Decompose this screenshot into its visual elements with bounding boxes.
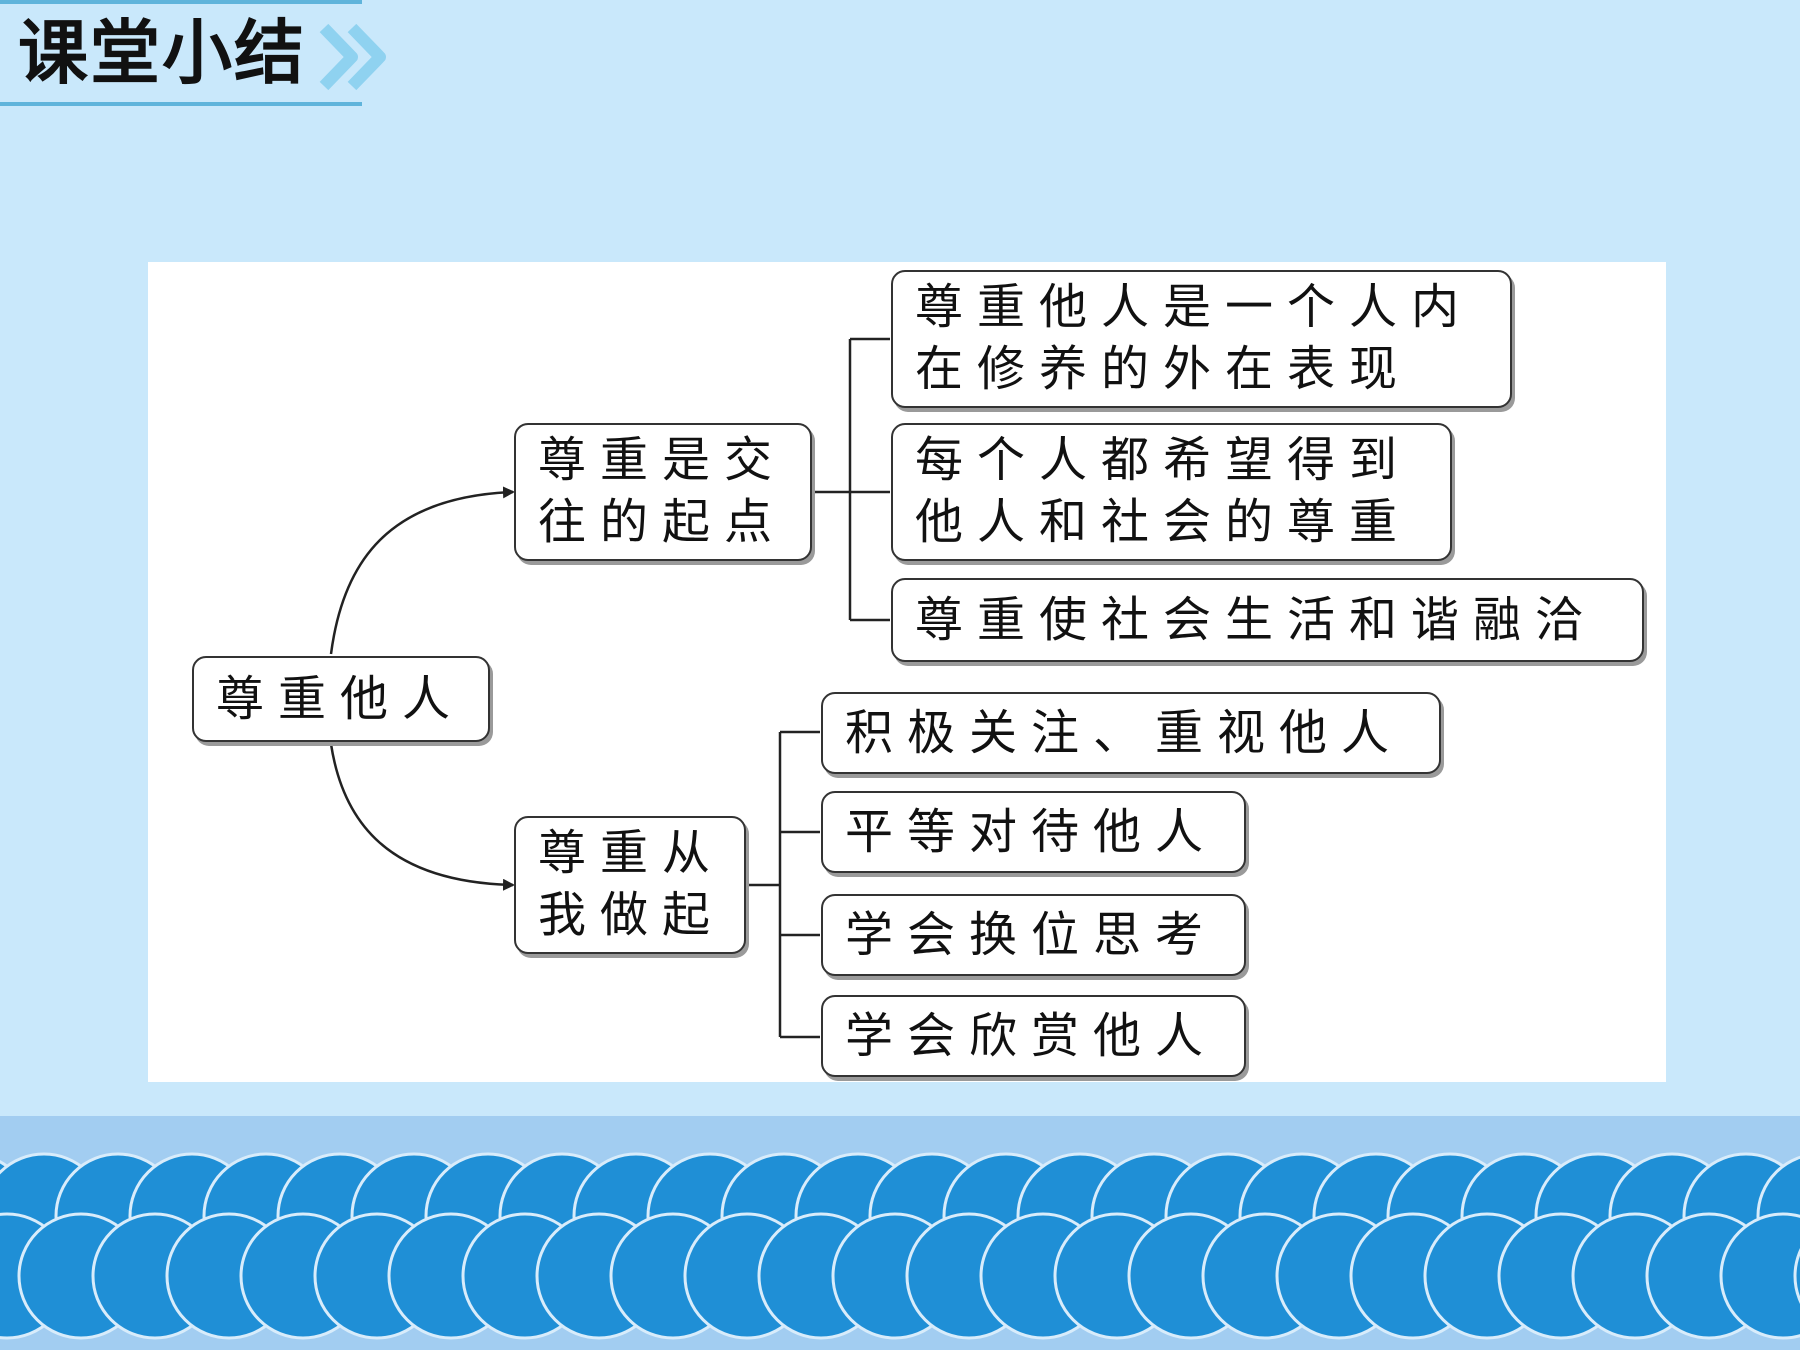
header-top-rule — [0, 0, 362, 4]
node-leaf-2-3: 学会换位思考 — [821, 894, 1246, 976]
node-branch-2: 尊重从 我做起 — [514, 816, 746, 954]
node-text-line: 尊重是交 — [538, 432, 787, 488]
concept-map-panel: 尊重他人 尊重是交 往的起点 尊重从 我做起 尊重他人是一个人内 在修养的外在表… — [148, 262, 1666, 1082]
node-text-line: 尊重从 — [538, 825, 725, 881]
double-chevron-right-icon — [319, 23, 386, 91]
node-text-line: 在修养的外在表现 — [915, 341, 1412, 397]
node-leaf-2-2: 平等对待他人 — [821, 791, 1246, 873]
node-text-line: 往的起点 — [538, 494, 787, 550]
node-text-line: 尊重使社会生活和谐融洽 — [915, 592, 1598, 648]
node-text-line: 学会换位思考 — [845, 907, 1218, 963]
node-leaf-2-1: 积极关注、重视他人 — [821, 692, 1441, 774]
node-text-line: 积极关注、重视他人 — [845, 705, 1404, 761]
scallop-wave-decoration — [0, 1152, 1800, 1340]
arrow-root-to-branch-2 — [329, 743, 515, 891]
page-title: 课堂小结 — [18, 12, 306, 94]
node-text-line: 平等对待他人 — [845, 804, 1218, 860]
node-root-label: 尊重他人 — [216, 671, 465, 727]
header-bottom-rule — [0, 102, 362, 106]
node-leaf-1-3: 尊重使社会生活和谐融洽 — [891, 578, 1644, 662]
node-text-line: 他人和社会的尊重 — [915, 494, 1412, 550]
node-leaf-1-1: 尊重他人是一个人内 在修养的外在表现 — [891, 270, 1512, 408]
bracket-branch-1 — [813, 337, 890, 622]
bracket-branch-2 — [746, 730, 820, 1039]
node-text-line: 学会欣赏他人 — [845, 1008, 1218, 1064]
node-leaf-2-4: 学会欣赏他人 — [821, 995, 1246, 1077]
scallop-circle — [1719, 1212, 1800, 1340]
concept-map-connectors — [329, 337, 890, 1039]
node-text-line: 每个人都希望得到 — [915, 432, 1412, 488]
arrow-root-to-branch-1 — [329, 486, 515, 655]
node-leaf-1-2: 每个人都希望得到 他人和社会的尊重 — [891, 423, 1452, 561]
node-text-line: 我做起 — [538, 887, 725, 943]
scallop-circle — [1793, 1248, 1800, 1304]
node-branch-1: 尊重是交 往的起点 — [514, 423, 812, 561]
node-text-line: 尊重他人是一个人内 — [915, 279, 1474, 335]
node-root: 尊重他人 — [192, 656, 490, 742]
